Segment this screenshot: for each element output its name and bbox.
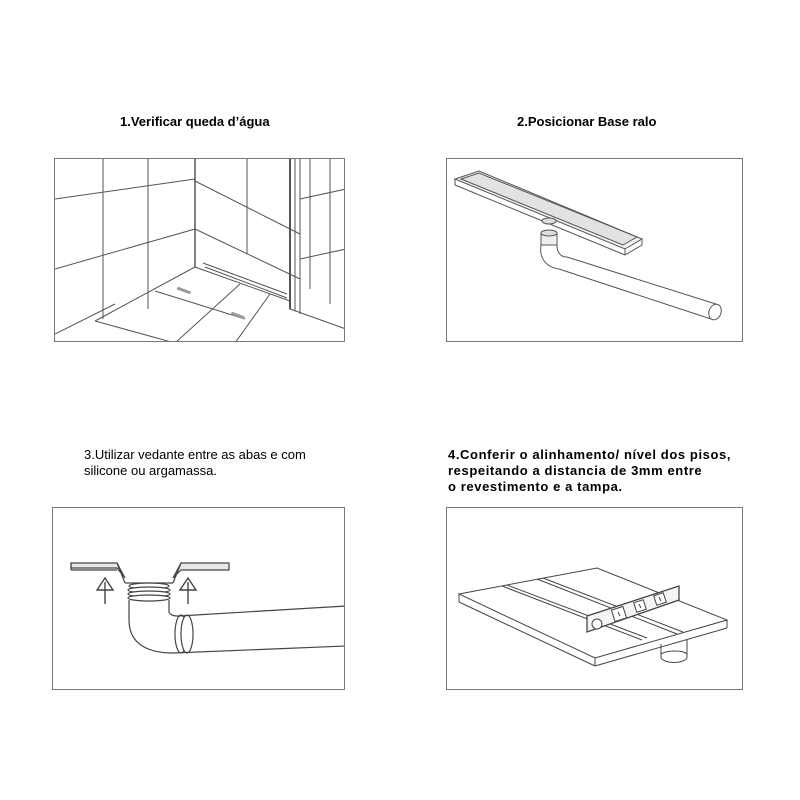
step-4-panel	[446, 507, 743, 690]
step-4-title: 4.Conferir o alinhamento/ nível dos piso…	[448, 447, 731, 495]
step-3-panel	[52, 507, 345, 690]
step-2-panel	[446, 158, 743, 342]
step-1-panel	[54, 158, 345, 342]
step-3-title-line-1: 3.Utilizar vedante entre as abas e com	[84, 447, 306, 462]
step-3-title: 3.Utilizar vedante entre as abas e com s…	[84, 447, 306, 479]
seal-arrows-illustration-icon	[70, 562, 344, 654]
step-2-title: 2.Posicionar Base ralo	[517, 114, 657, 129]
step-3-title-line-2: silicone ou argamassa.	[84, 463, 217, 478]
step-4-title-line-3: o revestimento e a tampa.	[448, 479, 623, 494]
step-1-title: 1.Verificar queda d’água	[120, 114, 270, 129]
step-4-title-line-2: respeitando a distancia de 3mm entre	[448, 463, 703, 478]
drain-base-pipe-illustration-icon	[453, 170, 722, 321]
level-tool-illustration-icon	[457, 567, 729, 667]
shower-corner-illustration-icon	[55, 159, 344, 341]
step-4-title-line-1: 4.Conferir o alinhamento/ nível dos piso…	[448, 447, 732, 462]
